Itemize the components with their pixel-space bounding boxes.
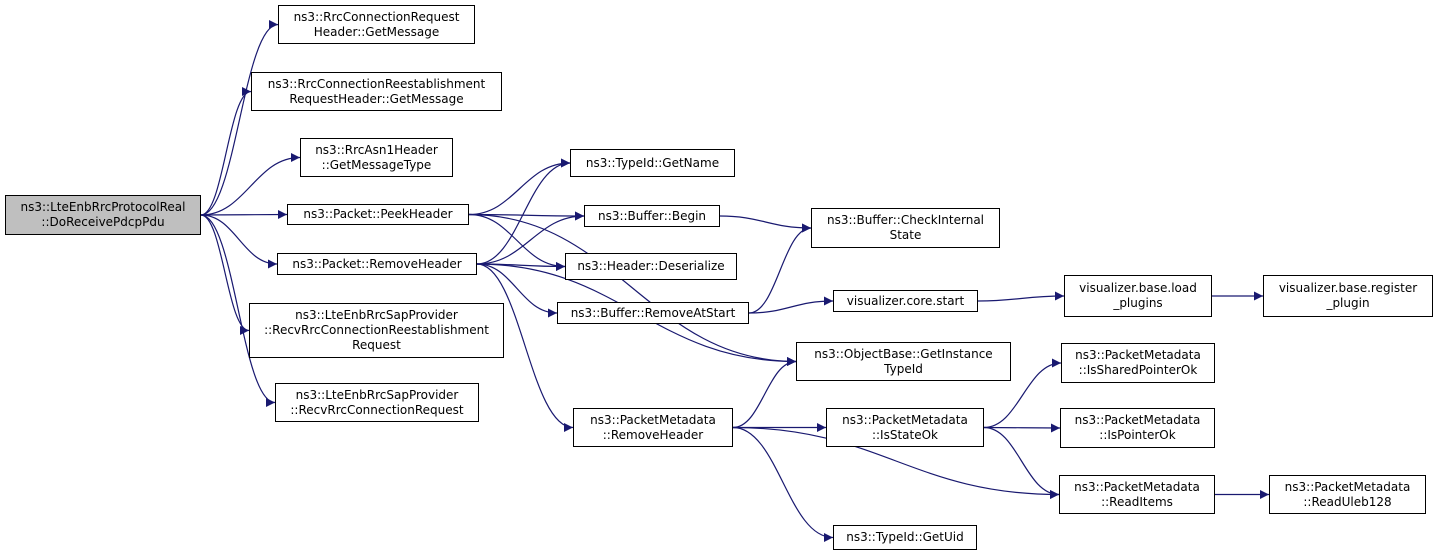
node-lte-enb-rrc-protocol-real-do-receive-pdcp-pdu[interactable]: ns3::LteEnbRrcProtocolReal::DoReceivePdc…	[5, 195, 201, 235]
node-label-line: State	[889, 228, 922, 242]
node-label-line: ns3::Packet::PeekHeader	[303, 207, 453, 221]
node-label-line: ::DoReceivePdcpPdu	[41, 215, 165, 229]
node-label-line: ns3::PacketMetadata	[842, 412, 968, 427]
node-label-line: ::ReadUleb128	[1303, 494, 1392, 509]
node-label-line: ns3::Buffer::CheckInternal	[826, 213, 985, 227]
node-packet-metadata-is-pointer-ok[interactable]: ns3::PacketMetadata::IsPointerOk	[1060, 408, 1215, 448]
edge-pmRemoveHeader-to-objGetInstanceTypeId	[732, 357, 797, 429]
edge-pmRemoveHeader-to-pmReadItems	[732, 426, 1060, 499]
node-label-line: ns3::ObjectBase::GetInstance	[814, 346, 993, 361]
node-packet-metadata-read-uleb128[interactable]: ns3::PacketMetadata::ReadUleb128	[1269, 475, 1426, 514]
node-label-line: ns3::RrcConnectionReestablishment	[267, 76, 486, 91]
edge-root-to-rrcConnReqGetMsg	[200, 20, 279, 216]
node-typeid-get-name[interactable]: ns3::TypeId::GetName	[570, 149, 735, 177]
node-visualizer-base-load-plugins[interactable]: visualizer.base.load_plugins	[1064, 275, 1212, 317]
node-label-line: _plugins	[1113, 296, 1163, 310]
node-label-line: ::IsStateOk	[871, 427, 939, 442]
node-label-line: ns3::PacketMetadata	[1075, 348, 1201, 362]
node-packet-metadata-remove-header[interactable]: ns3::PacketMetadata::RemoveHeader	[573, 408, 733, 447]
node-label-line: ns3::TypeId::GetUid	[846, 530, 964, 544]
node-label-line: ns3::PacketMetadata	[1074, 413, 1201, 427]
node-label-line: TypeId	[884, 361, 923, 376]
node-label-line: _plugin	[1326, 296, 1370, 310]
node-packet-remove-header[interactable]: ns3::Packet::RemoveHeader	[277, 253, 477, 275]
edge-vizCoreStart-to-vizLoadPlugins	[977, 291, 1065, 302]
edge-bufferRemoveAtStart-to-bufferCheckInternal	[748, 223, 812, 314]
node-label-line: ns3::Header::Deserialize	[577, 259, 725, 273]
node-label-line: visualizer.core.start	[846, 293, 965, 308]
edge-bufferRemoveAtStart-to-vizCoreStart	[748, 296, 834, 314]
node-label-line: ::IsSharedPointerOk	[1078, 363, 1198, 377]
node-label-line: ns3::PacketMetadata	[1284, 479, 1411, 494]
edge-root-to-sapRecvReest	[200, 214, 250, 335]
node-label-line: ns3::RrcConnectionRequest	[293, 9, 460, 24]
edge-peekHeader-to-objGetInstanceTypeId	[468, 213, 797, 366]
edge-root-to-rrcAsn1GetMsgType	[200, 153, 301, 216]
node-label-line: RequestHeader::GetMessage	[289, 91, 464, 106]
node-label-line: ::GetMessageType	[321, 157, 432, 172]
edge-root-to-sapRecvReq	[200, 214, 276, 407]
node-label-line: ns3::TypeId::GetName	[585, 155, 720, 170]
node-label-line: visualizer.base.load	[1079, 281, 1197, 295]
node-packet-metadata-read-items[interactable]: ns3::PacketMetadata::ReadItems	[1059, 475, 1215, 514]
edge-pmRemoveHeader-to-typeIdGetUid	[732, 426, 834, 542]
node-label-line: ::RecvRrcConnectionReestablishment	[264, 323, 489, 337]
node-lte-enb-rrc-sap-provider-recv-rrc-connection-reestablishment-request[interactable]: ns3::LteEnbRrcSapProvider::RecvRrcConnec…	[249, 303, 504, 358]
edge-peekHeader-to-typeIdGetName	[468, 158, 571, 216]
node-visualizer-core-start[interactable]: visualizer.core.start	[833, 290, 978, 312]
node-label-line: ::RemoveHeader	[602, 427, 704, 442]
edge-root-to-peekHeader	[200, 210, 288, 220]
node-label-line: ns3::RrcAsn1Header	[315, 142, 438, 157]
edge-removeHeader-to-bufferRemoveAtStart	[476, 263, 558, 318]
node-packet-metadata-is-state-ok[interactable]: ns3::PacketMetadata::IsStateOk	[826, 408, 984, 447]
node-label-line: ns3::LteEnbRrcProtocolReal	[20, 200, 186, 214]
node-header-deserialize[interactable]: ns3::Header::Deserialize	[565, 253, 737, 280]
node-typeid-get-uid[interactable]: ns3::TypeId::GetUid	[833, 525, 977, 550]
node-label-line: ns3::Packet::RemoveHeader	[292, 256, 462, 271]
edge-bufferBegin-to-bufferCheckInternal	[719, 215, 812, 233]
node-buffer-begin[interactable]: ns3::Buffer::Begin	[584, 205, 720, 227]
edge-root-to-removeHeader	[200, 214, 278, 269]
node-visualizer-base-register-plugin[interactable]: visualizer.base.register_plugin	[1263, 275, 1433, 317]
node-label-line: ns3::LteEnbRrcSapProvider	[295, 308, 458, 322]
edge-root-to-rrcConnReestGetMsg	[200, 87, 252, 216]
node-label-line: ns3::Buffer::RemoveAtStart	[570, 305, 736, 320]
node-label-line: Header::GetMessage	[313, 24, 440, 39]
node-label-line: ns3::PacketMetadata	[590, 412, 716, 427]
edge-pmIsStateOk-to-pmIsPointerOk	[983, 423, 1061, 433]
edge-peekHeader-to-headerDeserialize	[468, 213, 566, 271]
node-label-line: Request	[352, 338, 401, 352]
edge-removeHeader-to-bufferBegin	[476, 211, 585, 265]
node-lte-enb-rrc-sap-provider-recv-rrc-connection-request[interactable]: ns3::LteEnbRrcSapProvider::RecvRrcConnec…	[275, 383, 479, 422]
node-packet-metadata-is-shared-pointer-ok[interactable]: ns3::PacketMetadata::IsSharedPointerOk	[1061, 343, 1215, 383]
node-label-line: ::ReadItems	[1101, 494, 1173, 509]
node-label-line: visualizer.base.register	[1278, 281, 1418, 295]
edge-removeHeader-to-typeIdGetName	[476, 158, 571, 265]
node-label-line: ns3::PacketMetadata	[1074, 479, 1200, 494]
node-label-line: ns3::LteEnbRrcSapProvider	[295, 387, 459, 402]
edge-removeHeader-to-pmRemoveHeader	[476, 263, 574, 432]
edge-pmIsStateOk-to-pmIsSharedPointerOk	[983, 358, 1062, 429]
edge-pmIsStateOk-to-pmReadItems	[983, 426, 1060, 499]
node-label-line: ::IsPointerOk	[1099, 428, 1176, 442]
node-packet-peek-header[interactable]: ns3::Packet::PeekHeader	[287, 204, 469, 225]
node-label-line: ns3::Buffer::Begin	[597, 208, 707, 223]
node-buffer-remove-at-start[interactable]: ns3::Buffer::RemoveAtStart	[557, 302, 749, 324]
node-rrc-asn1-header-get-message-type[interactable]: ns3::RrcAsn1Header::GetMessageType	[300, 138, 453, 177]
node-label-line: ::RecvRrcConnectionRequest	[290, 402, 464, 417]
